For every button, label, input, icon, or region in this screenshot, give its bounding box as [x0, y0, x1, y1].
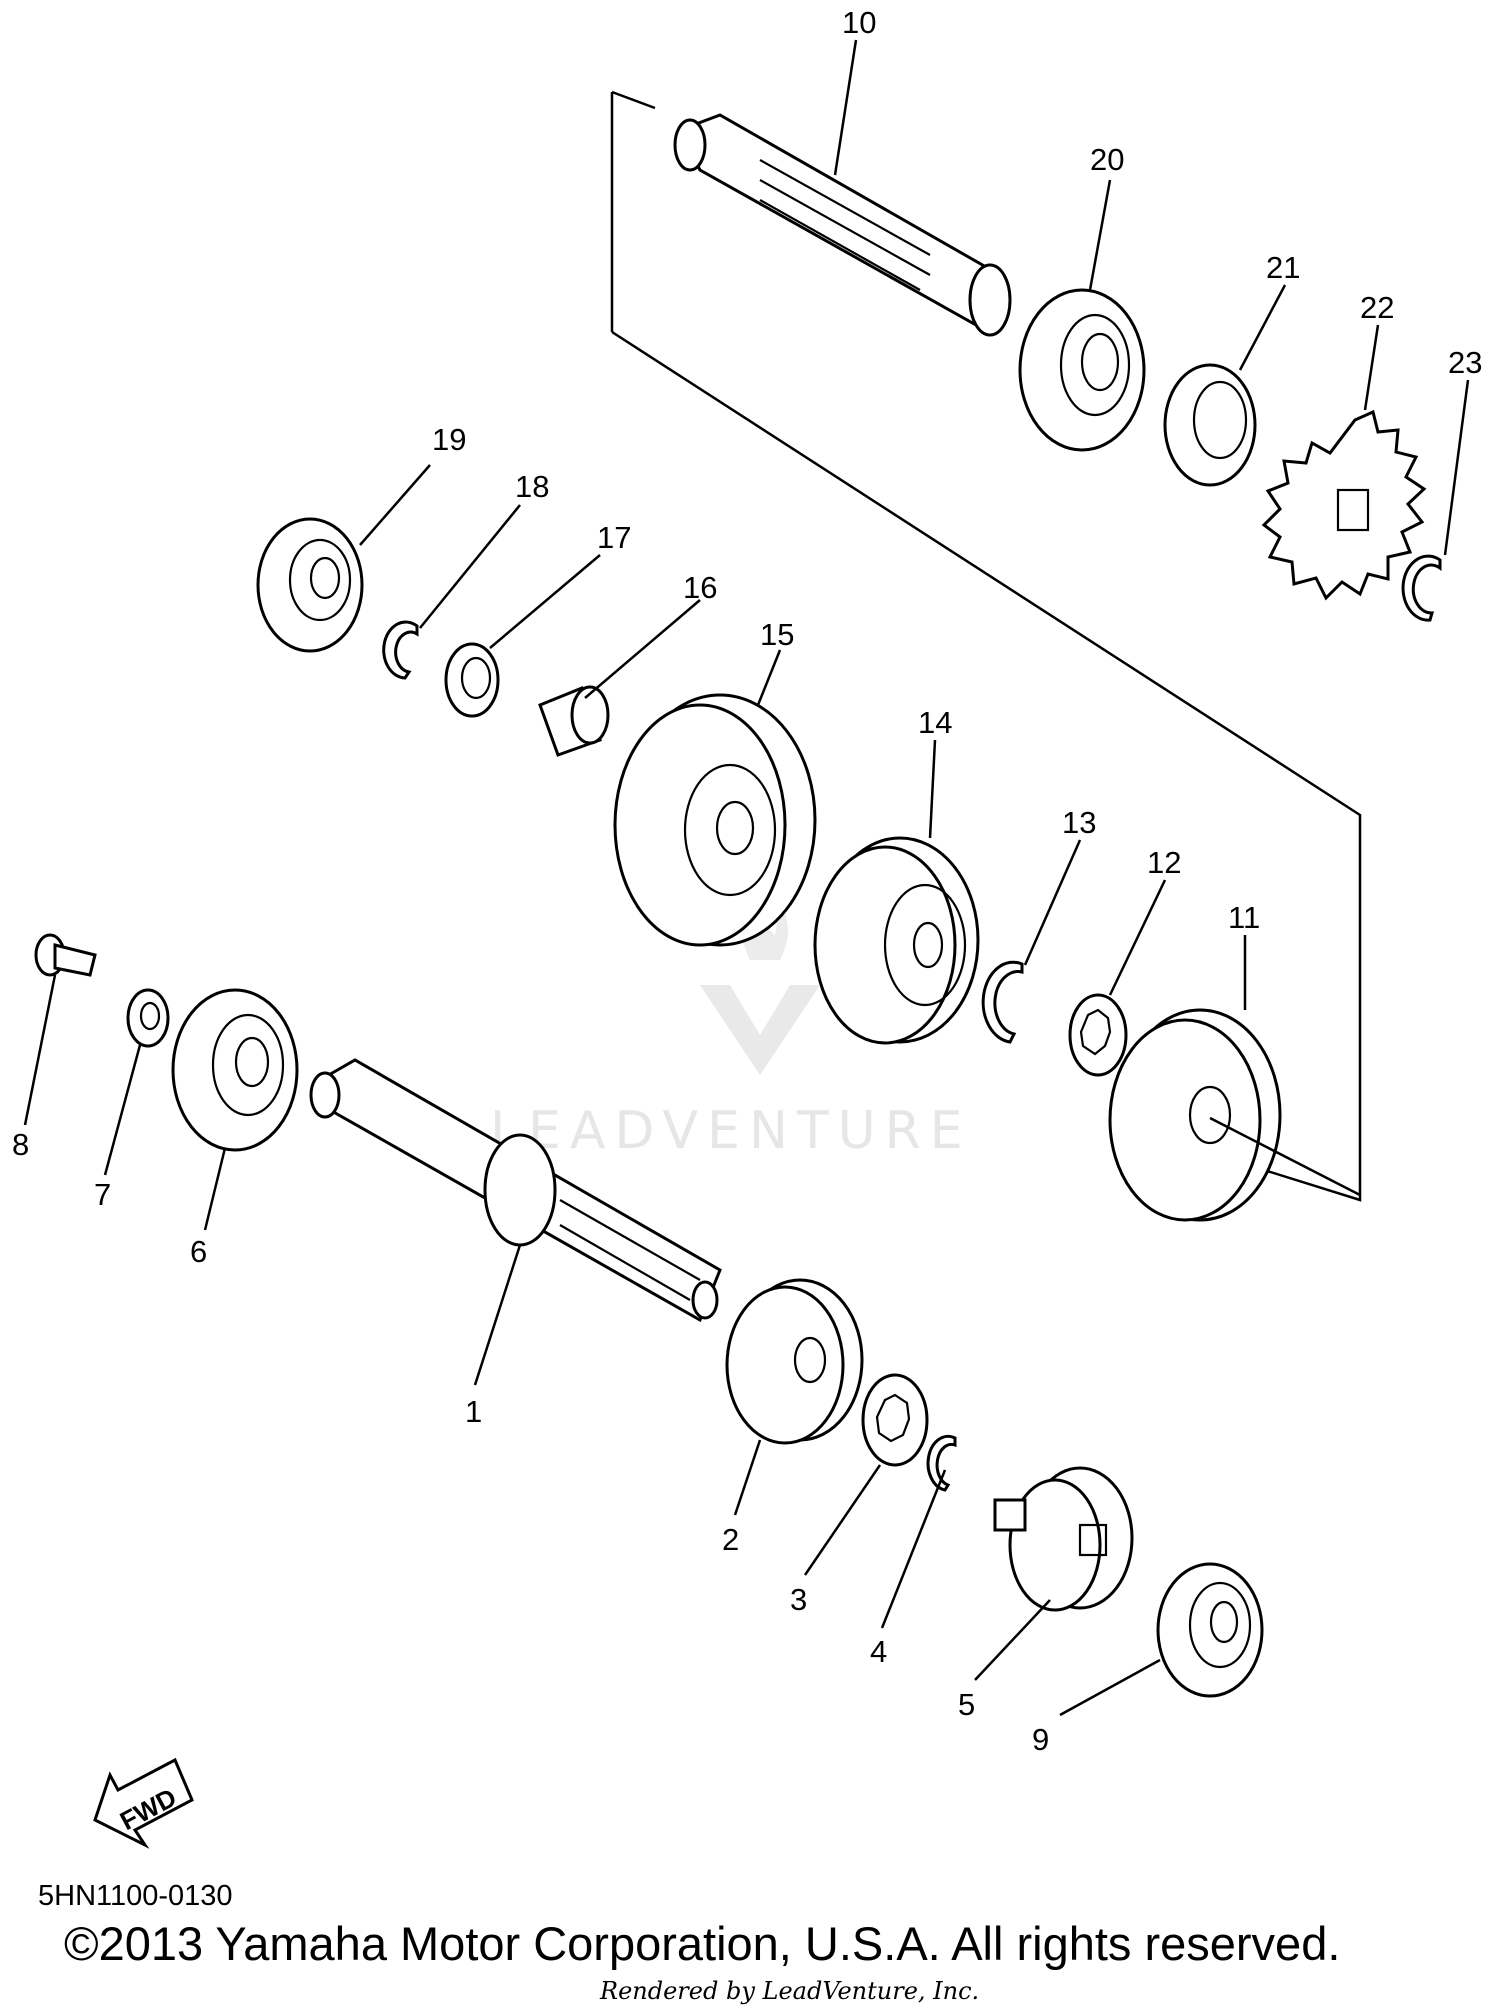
part-23-circlip [1401, 554, 1442, 622]
callout-13: 13 [1062, 805, 1096, 840]
part-22-sprocket [1261, 409, 1427, 601]
leader-23 [1443, 379, 1470, 556]
part-14-gear [813, 836, 980, 1045]
callout-4: 4 [870, 1634, 887, 1669]
leader-22 [1363, 324, 1380, 411]
callout-22: 22 [1360, 290, 1394, 325]
part-11-gear [1108, 1008, 1282, 1222]
part-1-main-axle [309, 1058, 722, 1323]
part-19-bearing [256, 517, 364, 653]
diagram-code: 5HN1100-0130 [38, 1880, 233, 1912]
part-8-bolt [34, 933, 97, 977]
watermark-text: LEADVENTURE [490, 1101, 972, 1161]
callout-11: 11 [1228, 900, 1260, 935]
leader-17 [489, 554, 601, 649]
callout-2: 2 [722, 1522, 739, 1557]
callout-21: 21 [1266, 250, 1300, 285]
callout-12: 12 [1147, 845, 1181, 880]
part-6-bearing [171, 988, 299, 1152]
copyright-notice: ©2013 Yamaha Motor Corporation, U.S.A. A… [64, 1917, 1341, 1970]
leader-12 [1108, 879, 1167, 996]
callout-6: 6 [190, 1234, 207, 1269]
part-2-gear [725, 1278, 864, 1445]
leader-5 [974, 1599, 1051, 1681]
leader-lines [23, 39, 1470, 1717]
leader-14 [928, 739, 937, 839]
leader-18 [419, 504, 521, 629]
part-15-gear [613, 693, 817, 947]
callout-18: 18 [515, 469, 549, 504]
leader-19 [359, 464, 431, 546]
leader-10 [833, 39, 858, 176]
part-17-washer [444, 642, 500, 718]
part-9-bearing [1156, 1562, 1264, 1698]
callout-3: 3 [790, 1582, 807, 1617]
callouts: 10 20 21 22 23 19 18 17 16 15 14 13 12 1… [12, 5, 1482, 1757]
part-5-gear [993, 1466, 1134, 1612]
leader-8 [23, 974, 57, 1126]
callout-7: 7 [94, 1177, 111, 1212]
watermark: LEADVENTURE [490, 890, 972, 1161]
watermark-logo-icon [700, 985, 820, 1075]
part-20-bearing [1018, 288, 1146, 452]
callout-15: 15 [760, 617, 794, 652]
part-13-circlip [981, 960, 1024, 1044]
part-7-washer [126, 988, 170, 1048]
leader-11-axis [1209, 1116, 1361, 1197]
callout-17: 17 [597, 520, 631, 555]
rendered-by-notice: Rendered by LeadVenture, Inc. [600, 1977, 980, 2005]
callout-1: 1 [465, 1394, 482, 1429]
leader-21 [1238, 284, 1287, 371]
part-3-lock-washer [861, 1373, 929, 1467]
callout-14: 14 [918, 705, 952, 740]
callout-23: 23 [1448, 345, 1482, 380]
part-21-oil-seal [1163, 363, 1257, 487]
fwd-arrow: FWD [93, 1757, 194, 1849]
part-4-circlip [926, 1434, 957, 1492]
callout-5: 5 [958, 1687, 975, 1722]
fwd-arrow-icon [93, 1757, 194, 1849]
callout-9: 9 [1032, 1722, 1049, 1757]
callout-8: 8 [12, 1127, 29, 1162]
part-18-circlip [382, 620, 419, 680]
leader-15 [756, 649, 782, 706]
leader-9 [1059, 1658, 1161, 1717]
part-12-lock-washer [1068, 993, 1128, 1077]
leader-13 [1023, 839, 1082, 966]
leader-3 [803, 1464, 882, 1576]
callout-10: 10 [842, 5, 876, 40]
callout-19: 19 [432, 422, 466, 457]
leader-2 [733, 1439, 762, 1516]
leader-4 [880, 1469, 947, 1629]
part-10-drive-axle [673, 113, 1012, 337]
callout-20: 20 [1090, 142, 1124, 177]
leader-1 [473, 1244, 522, 1386]
leader-6 [203, 1147, 227, 1231]
leader-20 [1088, 179, 1112, 291]
part-16-collar [538, 685, 610, 757]
group-frame [610, 90, 1362, 1202]
leader-16 [584, 599, 701, 699]
callout-16: 16 [683, 570, 717, 605]
leader-7 [103, 1044, 142, 1176]
